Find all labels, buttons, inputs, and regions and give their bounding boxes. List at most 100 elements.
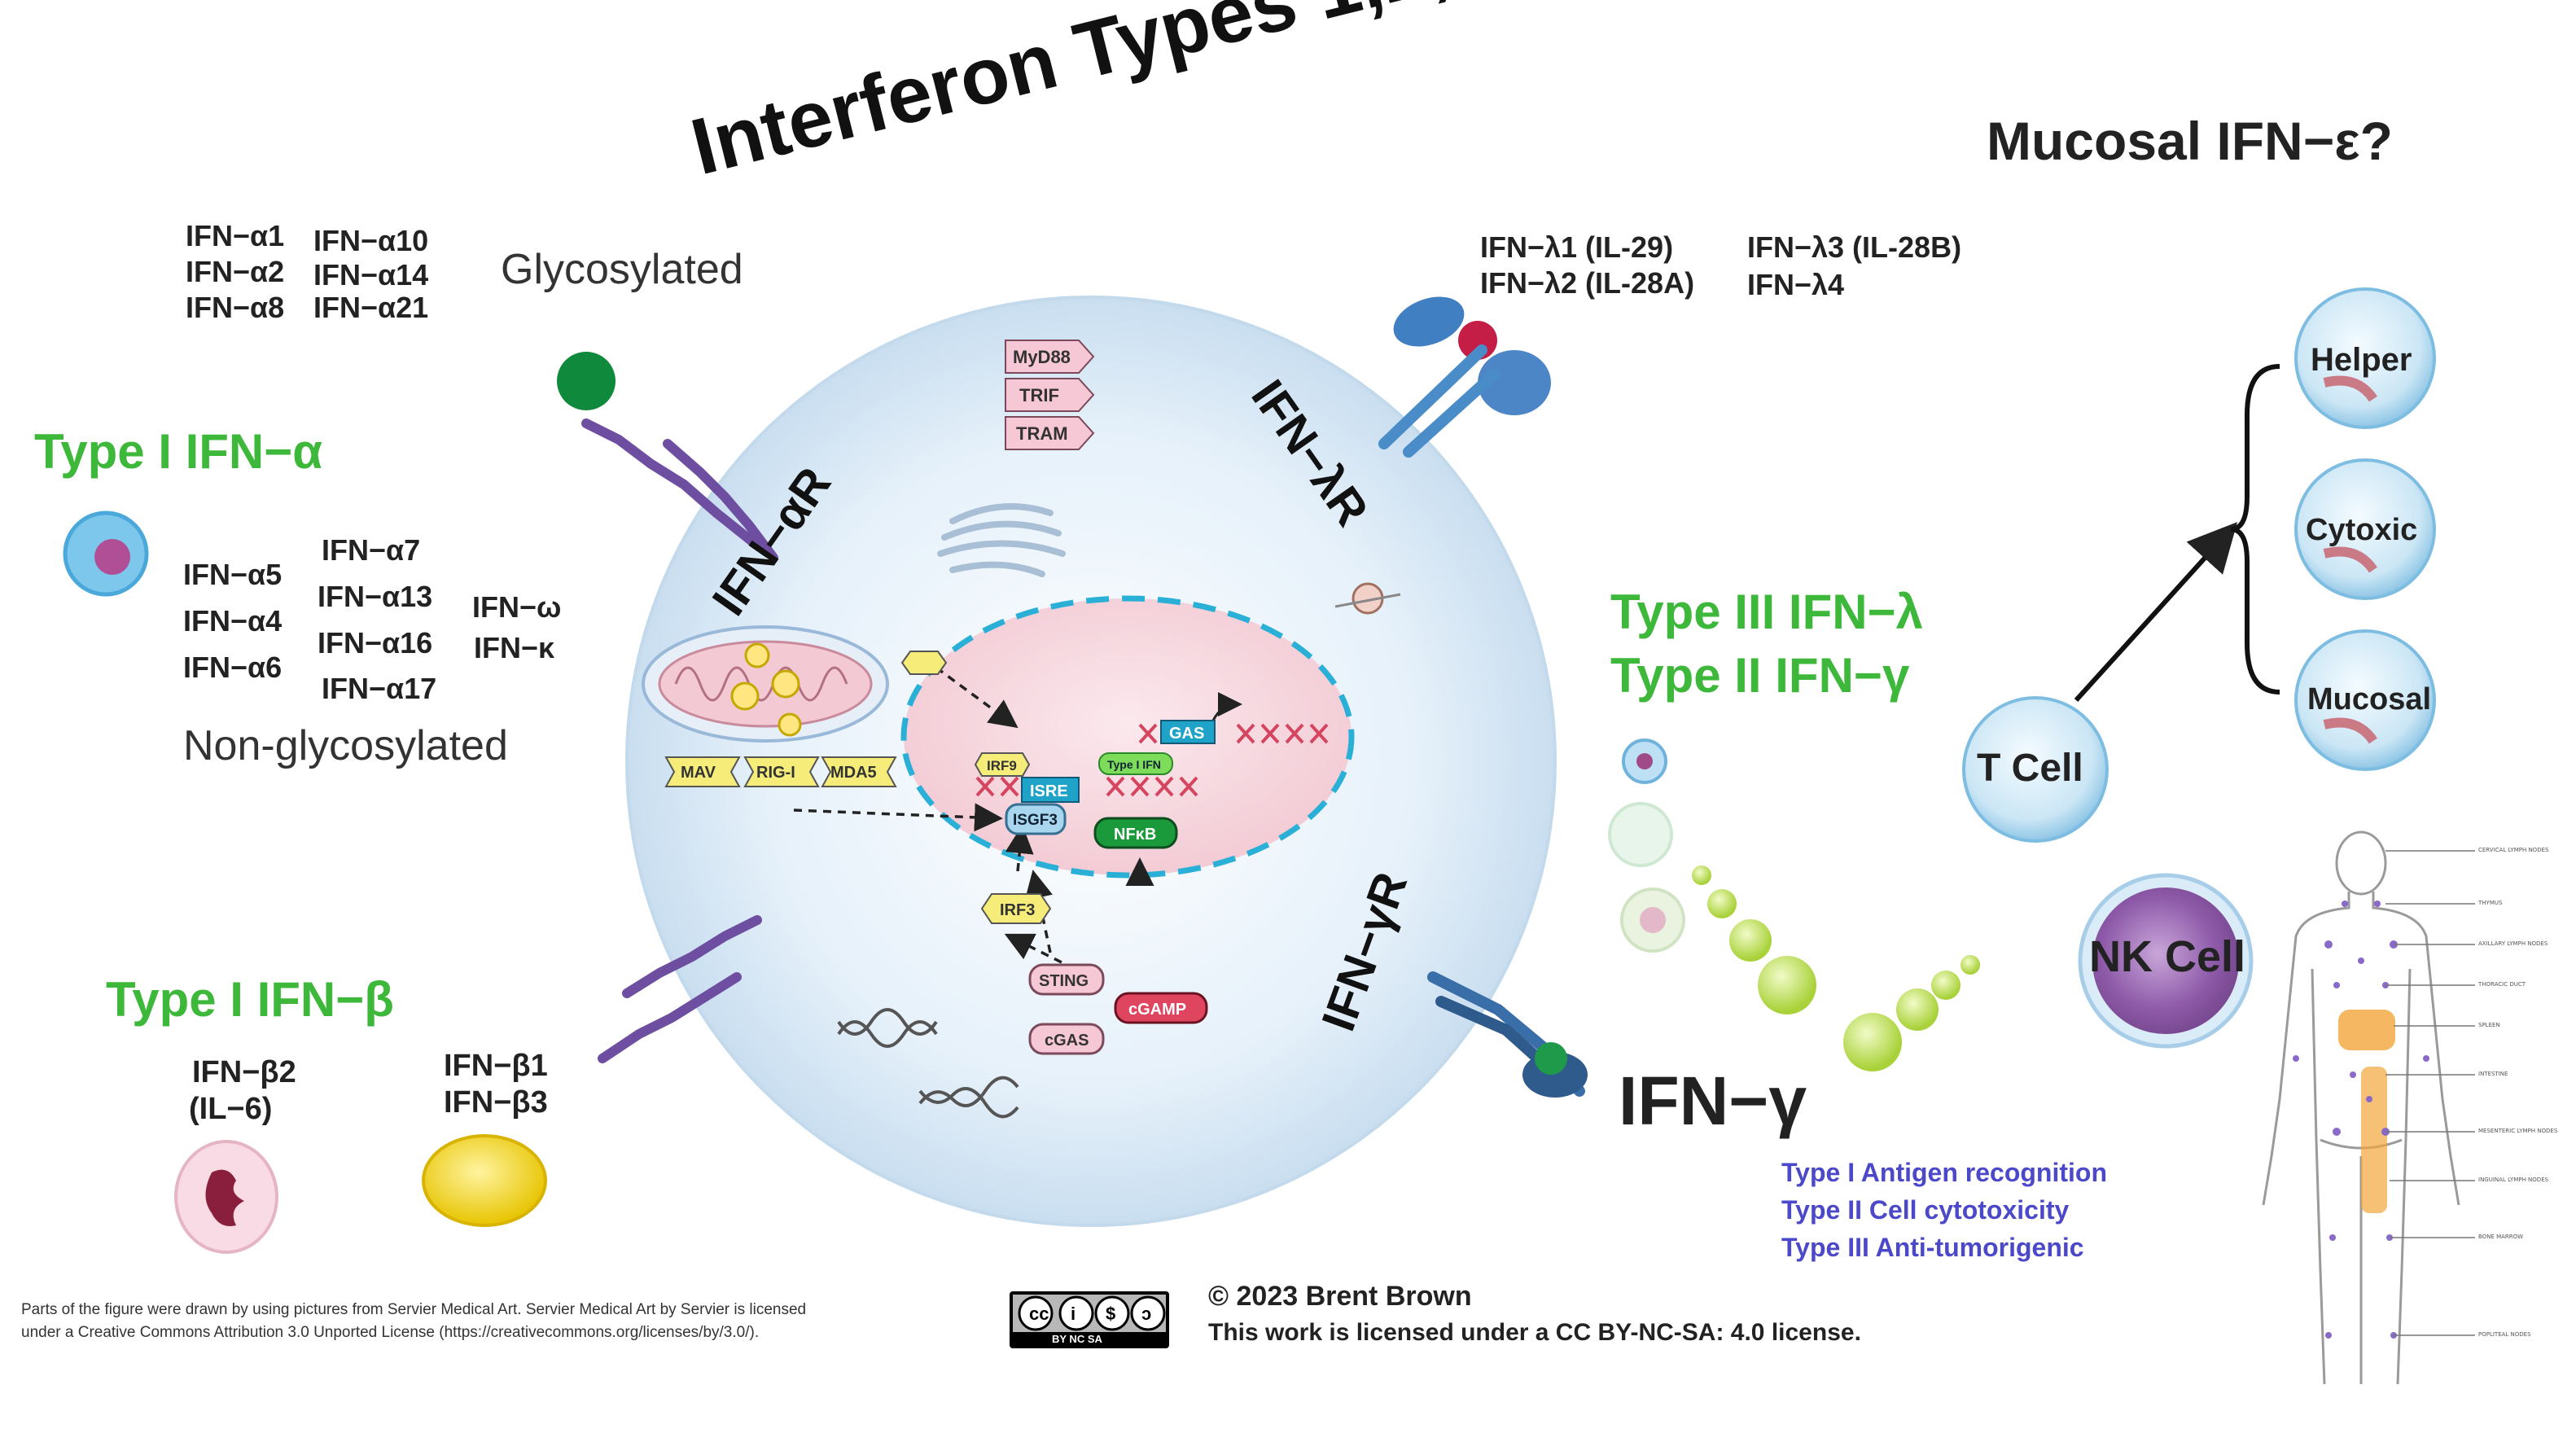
- svg-text:MDA5: MDA5: [830, 764, 877, 782]
- ifn-beta-3: IFN−β3: [444, 1085, 548, 1120]
- glyco-alpha-8: IFN−α8: [186, 291, 285, 324]
- ifn-lambda-3: IFN−λ3 (IL-28B): [1747, 230, 1962, 264]
- body-organs: [2338, 1010, 2395, 1213]
- nonglyco-alpha-5: IFN−α5: [183, 558, 283, 591]
- type3-lambda-heading: Type III IFN−λ: [1610, 585, 1923, 639]
- body-label-inguinal: INGUINAL LYMPH NODES: [2478, 1177, 2549, 1183]
- body-label-spleen: SPLEEN: [2478, 1022, 2500, 1028]
- type1-alpha-heading: Type I IFN−α: [34, 424, 323, 479]
- svg-text:cGAMP: cGAMP: [1128, 1001, 1186, 1019]
- transcription-arrow: [1211, 692, 1242, 721]
- svg-text:RIG-I: RIG-I: [756, 764, 795, 782]
- svg-text:IRF9: IRF9: [987, 758, 1017, 773]
- cc-badge-text: BY NC SA: [1052, 1333, 1102, 1345]
- svg-text:i: i: [1071, 1304, 1076, 1324]
- ifn-omega: IFN−ω: [472, 590, 562, 624]
- cc-license-badge: cc i $ ↄ: [1010, 1291, 1169, 1348]
- golgi-apparatus: [937, 503, 1066, 577]
- ifn-gamma-receptor: [1427, 971, 1588, 1098]
- body-label-axillary: AXILLARY LYMPH NODES: [2478, 940, 2548, 947]
- cgas-pathway-tags: STING cGAMP cGAS: [1028, 963, 1208, 1055]
- svg-text:MyD88: MyD88: [1013, 347, 1071, 367]
- alpha-producing-cell: [63, 511, 149, 597]
- ifn-beta-receptor: [598, 915, 762, 1063]
- svg-text:NFκB: NFκB: [1114, 826, 1156, 844]
- svg-text:GAS: GAS: [1169, 725, 1204, 743]
- nonglyco-alpha-13: IFN−α13: [318, 580, 433, 613]
- svg-text:ISGF3: ISGF3: [1013, 812, 1058, 829]
- ifn-lambda-4: IFN−λ4: [1747, 268, 1845, 301]
- ifn-lambda-2: IFN−λ2 (IL-28A): [1480, 266, 1695, 300]
- signaling-arrows: [793, 666, 1154, 971]
- type1-beta-heading: Type I IFN−β: [106, 972, 394, 1027]
- nonglyco-alpha-4: IFN−α4: [183, 604, 283, 638]
- il-6: (IL−6): [189, 1092, 273, 1126]
- body-label-thymus: THYMUS: [2478, 900, 2503, 906]
- svg-text:STING: STING: [1039, 972, 1089, 990]
- ifn-beta-1: IFN−β1: [444, 1049, 548, 1083]
- mitochondrion: [642, 625, 889, 743]
- svg-text:ↄ: ↄ: [1141, 1304, 1151, 1324]
- t-cell-mucosal: Mucosal: [2307, 682, 2432, 716]
- t-cell-label: T Cell: [1977, 747, 2083, 790]
- beta-producing-cells: [174, 1134, 547, 1254]
- glycosylated-label: Glycosylated: [501, 246, 743, 293]
- svg-text:cGAS: cGAS: [1045, 1032, 1089, 1050]
- adaptor-tags: MyD88 TRIF TRAM: [1005, 340, 1095, 450]
- glyco-alpha-1: IFN−α1: [186, 219, 285, 252]
- license-text: This work is licensed under a CC BY-NC-S…: [1208, 1319, 1861, 1346]
- gamma-role-2: Type II Cell cytotoxicity: [1781, 1195, 2070, 1225]
- body-label-popliteal: POPLITEAL NODES: [2478, 1331, 2531, 1338]
- body-map-leader-lines: [2385, 850, 2475, 1336]
- small-immune-cells: [1608, 738, 1685, 953]
- copyright: © 2023 Brent Brown: [1208, 1281, 1472, 1312]
- svg-text:TRIF: TRIF: [1019, 385, 1059, 405]
- glyco-alpha-21: IFN−α21: [313, 291, 429, 324]
- sensor-tags: MAV RIG-I MDA5: [664, 756, 897, 787]
- ifn-gamma-molecules: [1692, 865, 1980, 1071]
- ifn-lambda-receptor: [1378, 296, 1551, 458]
- gamma-role-3: Type III Anti-tumorigenic: [1781, 1233, 2084, 1262]
- nonglyco-alpha-17: IFN−α17: [322, 672, 437, 705]
- attribution-line-2: under a Creative Commons Attribution 3.0…: [21, 1324, 760, 1341]
- body-label-intestine: INTESTINE: [2478, 1071, 2508, 1077]
- t-cell-helper: Helper: [2311, 342, 2412, 378]
- ifn-gamma-label: IFN−γ: [1619, 1063, 1807, 1139]
- attribution-line-1: Parts of the figure were drawn by using …: [21, 1301, 807, 1318]
- nonglyco-alpha-7: IFN−α7: [322, 533, 421, 567]
- dna-helix: [837, 1008, 1019, 1119]
- t-cell-cytoxic: Cytoxic: [2306, 513, 2418, 547]
- svg-text:MAV: MAV: [681, 764, 716, 782]
- svg-text:cc: cc: [1029, 1304, 1049, 1324]
- nk-cell-art: [2078, 873, 2254, 1049]
- glyco-alpha-2: IFN−α2: [186, 255, 285, 288]
- glycosylated-ligand: [557, 352, 616, 410]
- svg-text:TRAM: TRAM: [1016, 423, 1068, 444]
- nonglyco-alpha-6: IFN−α6: [183, 651, 283, 684]
- t-cell-diagram: [1962, 287, 2436, 843]
- mucosal-title: Mucosal IFN−ε?: [1987, 111, 2393, 171]
- svg-text:IRF3: IRF3: [1000, 901, 1035, 919]
- nonglyco-alpha-16: IFN−α16: [318, 626, 433, 660]
- svg-text:$: $: [1106, 1304, 1115, 1324]
- type2-gamma-heading: Type II IFN−γ: [1610, 648, 1910, 703]
- nk-cell-label: NK Cell: [2089, 932, 2246, 981]
- body-label-thoracic: THORACIC DUCT: [2478, 981, 2526, 988]
- ifn-lambda-1: IFN−λ1 (IL-29): [1480, 230, 1674, 264]
- body-label-mesenteric: MESENTERIC LYMPH NODES: [2478, 1128, 2558, 1134]
- nucleus-dna: [975, 723, 1329, 797]
- body-label-cervical: CERVICAL LYMPH NODES: [2478, 847, 2549, 853]
- title: Interferon Types 1,2,3: [682, 0, 1498, 191]
- glyco-alpha-14: IFN−α14: [313, 258, 429, 291]
- svg-text:Type I IFN: Type I IFN: [1107, 758, 1161, 771]
- ifn-beta-2: IFN−β2: [192, 1055, 296, 1089]
- nucleus-tags: IRF9 ISRE Type I IFN GAS ISGF3 NFκB IRF3: [900, 651, 1216, 924]
- body-label-marrow: BONE MARROW: [2478, 1234, 2524, 1240]
- ifn-alpha-receptor: [581, 419, 778, 563]
- gamma-role-1: Type I Antigen recognition: [1781, 1158, 2107, 1187]
- ifn-kappa: IFN−κ: [474, 631, 555, 664]
- svg-text:ISRE: ISRE: [1030, 782, 1068, 800]
- glyco-alpha-10: IFN−α10: [313, 224, 429, 257]
